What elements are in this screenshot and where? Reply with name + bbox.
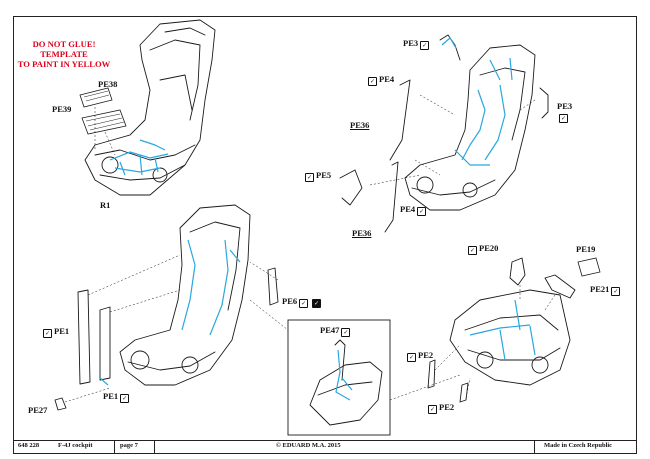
- label-pe36-bottom: PE36: [352, 228, 372, 238]
- warning-line-3: TO PAINT IN YELLOW: [17, 59, 111, 69]
- seat-r1-template: [79, 19, 216, 196]
- label-pe19: PE19: [576, 244, 596, 254]
- label-pe2-top: PE2: [405, 350, 433, 362]
- warning-line-2: TEMPLATE: [40, 49, 88, 59]
- label-pe1-left: PE1: [41, 326, 69, 338]
- sheet-footer: 648 228 F-4J cockpit page 7 © EDUARD M.A…: [13, 440, 637, 454]
- label-pe20: PE20: [466, 243, 498, 255]
- label-pe6: PE6: [282, 296, 323, 308]
- paint-warning: DO NOT GLUE! TEMPLATE TO PAINT IN YELLOW: [14, 39, 114, 69]
- footer-divider: [534, 440, 535, 453]
- check-icon: [341, 328, 351, 337]
- label-pe4-top: PE4: [366, 74, 394, 86]
- check-icon: [559, 114, 568, 123]
- label-pe3-top: PE3: [403, 38, 431, 50]
- label-pe1-bottom: PE1: [103, 391, 131, 403]
- label-pe4-bottom: PE4: [400, 204, 428, 216]
- label-pe2-bottom: PE2: [426, 402, 454, 414]
- label-r1: R1: [100, 200, 111, 210]
- footer-page: page 7: [120, 442, 138, 449]
- check-icon: [468, 246, 477, 255]
- check-icon: [417, 207, 427, 216]
- sheet-border: [13, 16, 637, 441]
- label-pe21: PE21: [590, 284, 622, 296]
- label-pe47: PE47: [320, 325, 352, 337]
- footer-copyright: © EDUARD M.A. 2015: [276, 442, 341, 449]
- check-icon: [368, 77, 377, 86]
- footer-origin: Made in Czech Republic: [544, 442, 613, 449]
- check-icon-filled: [312, 299, 322, 308]
- label-pe3-right: PE3: [557, 101, 572, 123]
- footer-divider: [154, 440, 155, 453]
- check-icon: [428, 405, 437, 414]
- check-icon: [420, 41, 430, 50]
- label-pe39: PE39: [52, 104, 72, 114]
- footer-title: F-4J cockpit: [58, 442, 93, 449]
- label-pe36-top: PE36: [350, 120, 370, 130]
- check-icon: [407, 353, 416, 362]
- check-icon: [43, 329, 52, 338]
- check-icon: [120, 394, 130, 403]
- warning-line-1: DO NOT GLUE!: [32, 39, 96, 49]
- seat-pe1-straps: [54, 204, 279, 411]
- check-icon: [611, 287, 621, 296]
- seat-harness-top: [339, 34, 549, 233]
- footer-divider: [114, 440, 115, 453]
- check-icon: [299, 299, 309, 308]
- label-pe27: PE27: [28, 405, 48, 415]
- seat-pe19-21: [427, 257, 601, 403]
- footer-code: 648 228: [18, 442, 40, 449]
- label-pe38: PE38: [98, 79, 118, 89]
- label-pe5: PE5: [303, 170, 331, 182]
- check-icon: [305, 173, 314, 182]
- detail-inset-pe47: [249, 299, 461, 436]
